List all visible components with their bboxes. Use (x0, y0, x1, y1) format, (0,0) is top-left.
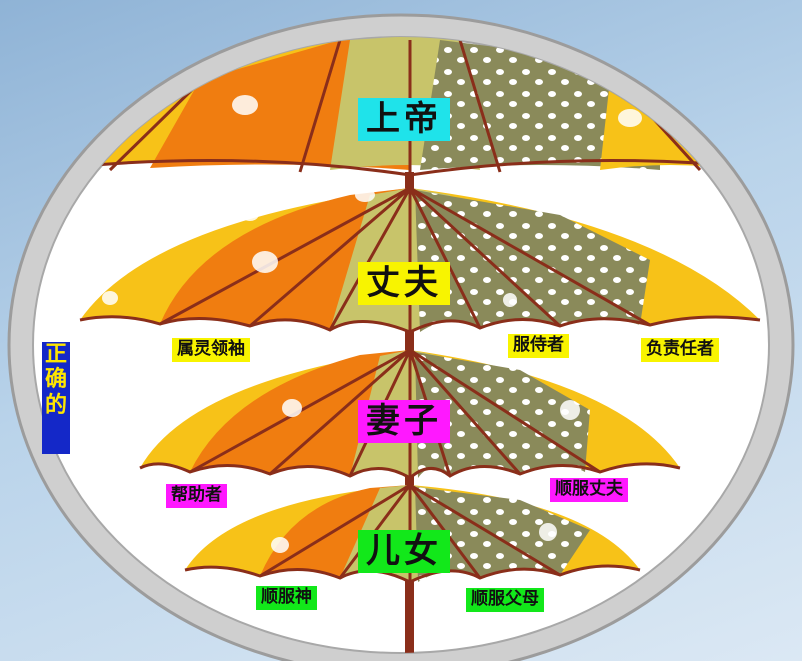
role-spiritual-leader: 属灵领袖 (172, 338, 250, 362)
role-helper: 帮助者 (166, 484, 227, 508)
side-caption: 正 确 的 (42, 342, 70, 454)
level-title-children: 儿女 (358, 530, 450, 574)
level-title-husband: 丈夫 (358, 262, 450, 306)
role-servant: 服侍者 (508, 334, 569, 358)
side-caption-char-3: 的 (44, 391, 67, 418)
level-title-god: 上帝 (358, 98, 450, 142)
role-submit-to-husband: 顺服丈夫 (550, 478, 628, 502)
umbrella-husband (79, 186, 761, 352)
level-title-wife: 妻子 (358, 400, 450, 444)
side-caption-char-1: 正 (44, 342, 67, 367)
role-obey-god: 顺服神 (256, 586, 317, 610)
side-caption-char-2: 确 (44, 366, 67, 393)
raindrops-decoration (102, 95, 642, 553)
role-responsible-one: 负责任者 (641, 338, 719, 362)
role-obey-parents: 顺服父母 (466, 588, 544, 612)
